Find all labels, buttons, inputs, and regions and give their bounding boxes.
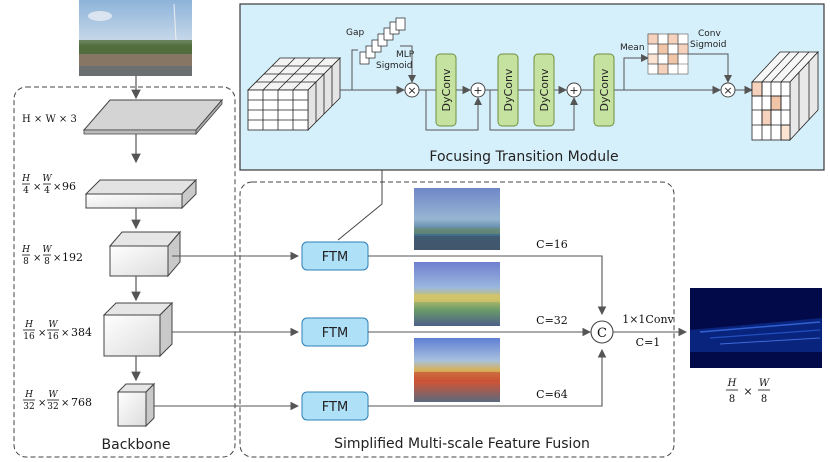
fusion-title: Simplified Multi-scale Feature Fusion (334, 436, 590, 452)
dyconv-block-4: DyConv (593, 53, 615, 127)
svg-text:16: 16 (47, 332, 59, 342)
ftm-box-2: FTM (301, 317, 369, 347)
svg-text:×: × (61, 398, 69, 409)
svg-text:×: × (33, 182, 41, 193)
gap-vector-stack (359, 17, 406, 65)
backbone-stage-4 (102, 301, 174, 358)
svg-text:4: 4 (44, 186, 50, 196)
svg-text:×: × (61, 328, 69, 339)
svg-text:DyConv: DyConv (440, 68, 453, 111)
backbone-container (13, 86, 236, 458)
attention-map (647, 33, 689, 75)
svg-text:8: 8 (761, 394, 767, 405)
svg-text:H: H (21, 245, 30, 255)
stage-3-size: H 8 × W 8 × 192 (21, 245, 83, 267)
svg-text:W: W (48, 390, 58, 400)
fusion-container (239, 181, 675, 458)
feature-map-2 (414, 262, 500, 326)
stage-5-size: H 32 × W 32 × 768 (23, 390, 92, 412)
svg-text:+: + (473, 84, 482, 97)
ftm-module-title: Focusing Transition Module (429, 149, 618, 165)
svg-text:DyConv: DyConv (598, 68, 611, 111)
mean-label: Mean (620, 43, 645, 53)
channel-label-2: C=32 (536, 314, 568, 327)
svg-text:8: 8 (44, 257, 50, 267)
stage-1-size: H × W × 3 (22, 114, 77, 125)
final-conv-label: 1×1Conv (622, 313, 674, 326)
dyconv-block-2: DyConv (497, 53, 519, 127)
svg-text:H: H (24, 390, 33, 400)
svg-text:C: C (597, 326, 607, 341)
dyconv-block-1: DyConv (435, 53, 457, 127)
channel-label-1: C=16 (536, 238, 568, 251)
ftm-input-cube (247, 57, 341, 131)
svg-text:×: × (33, 253, 41, 264)
svg-text:H: H (21, 174, 30, 184)
svg-text:DyConv: DyConv (502, 68, 515, 111)
svg-text:×: × (53, 253, 61, 264)
svg-text:192: 192 (62, 251, 83, 264)
svg-text:4: 4 (23, 186, 29, 196)
final-channel-label: C=1 (636, 336, 661, 349)
dyconv-block-3: DyConv (533, 53, 555, 127)
add-node-2: + (566, 82, 582, 98)
svg-text:H: H (727, 378, 737, 389)
channel-label-3: C=64 (536, 388, 568, 401)
svg-text:8: 8 (23, 257, 29, 267)
svg-text:W: W (42, 245, 52, 255)
svg-text:768: 768 (71, 396, 92, 409)
stage-4-size: H 16 × W 16 × 384 (23, 320, 92, 342)
multiply-node-1: × (404, 82, 420, 98)
svg-text:16: 16 (23, 332, 35, 342)
density-map (690, 288, 822, 368)
svg-text:×: × (723, 84, 732, 97)
svg-text:8: 8 (729, 394, 735, 405)
svg-text:FTM: FTM (322, 326, 348, 341)
add-node-1: + (470, 82, 486, 98)
svg-text:H: H (24, 320, 33, 330)
ftm-box-1: FTM (301, 241, 369, 271)
backbone-title: Backbone (102, 437, 171, 453)
svg-text:W: W (42, 174, 52, 184)
svg-text:×: × (38, 328, 46, 339)
ftm-connector (337, 170, 383, 241)
feature-map-1 (414, 188, 500, 250)
input-image (79, 0, 192, 76)
mlp-label: MLP (396, 50, 415, 60)
ftm-box-3: FTM (301, 391, 369, 421)
svg-text:384: 384 (71, 326, 92, 339)
svg-text:×: × (53, 182, 61, 193)
backbone-stage-2 (84, 178, 198, 210)
stage-2-size: H 4 × W 4 × 96 (21, 174, 76, 196)
multiply-node-2: × (720, 82, 736, 98)
svg-text:W: W (759, 378, 770, 389)
conv-label: Conv (698, 29, 721, 39)
concat-node: C (590, 320, 614, 344)
backbone-stage-1 (82, 98, 224, 136)
svg-text:×: × (38, 398, 46, 409)
svg-text:×: × (743, 385, 752, 398)
svg-text:32: 32 (23, 402, 34, 412)
backbone-stage-3 (108, 230, 182, 278)
gap-label: Gap (346, 28, 364, 38)
feature-map-3 (414, 338, 500, 402)
svg-text:96: 96 (62, 180, 76, 193)
sigmoid-label: Sigmoid (376, 61, 412, 71)
svg-text:DyConv: DyConv (538, 68, 551, 111)
svg-text:W: W (48, 320, 58, 330)
backbone-stage-5 (116, 382, 156, 428)
ftm-output-cube (751, 50, 819, 142)
svg-text:FTM: FTM (322, 250, 348, 265)
svg-text:+: + (569, 84, 578, 97)
svg-text:32: 32 (47, 402, 58, 412)
sigmoid2-label: Sigmoid (690, 40, 726, 50)
output-size: H 8 × W 8 (726, 378, 770, 405)
svg-text:×: × (407, 84, 416, 97)
svg-text:FTM: FTM (322, 400, 348, 415)
